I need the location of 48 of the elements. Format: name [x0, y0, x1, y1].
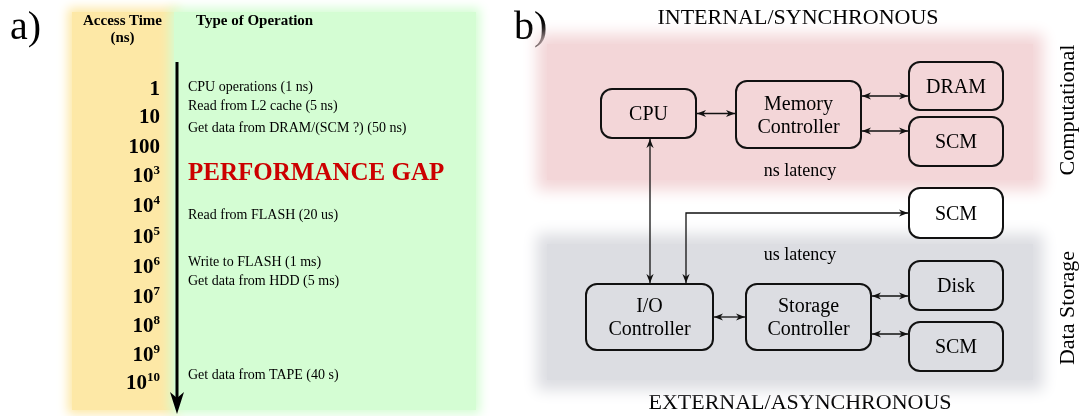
operation-text: Get data from DRAM/(SCM ?) (50 ns): [188, 120, 407, 136]
double-arrow: [861, 127, 909, 135]
time-value: 10$^{8}$: [132, 312, 160, 338]
component-box: SCM: [908, 116, 1004, 167]
latency-band: [547, 44, 1033, 180]
double-arrow: [871, 292, 909, 300]
double-arrow: [861, 92, 909, 100]
time-value: 1: [149, 77, 160, 101]
panel-label: b): [514, 4, 548, 48]
operation-text: Read from FLASH (20 us): [188, 207, 339, 223]
operation-text: Read from L2 cache (5 ns): [188, 98, 338, 114]
operation-text: CPU operations (1 ns): [188, 79, 313, 95]
component-box: SCM: [908, 321, 1004, 372]
time-value: 10: [139, 105, 160, 129]
double-arrow: [871, 330, 909, 338]
operation-text: Get data from HDD (5 ms): [188, 273, 340, 289]
column-header: Access Time (ns): [82, 12, 163, 45]
time-value: 10$^{9}$: [132, 341, 160, 367]
time-value: 10$^{5}$: [132, 223, 160, 249]
latency-band: [547, 244, 1033, 380]
column-header: Type of Operation: [196, 12, 314, 29]
double-arrow: [713, 313, 746, 321]
double-arrow: [682, 209, 909, 284]
component-box: CPU: [600, 88, 697, 139]
component-box: Memory Controller: [735, 80, 862, 149]
component-box: Disk: [908, 260, 1004, 311]
latency-label: ns latency: [763, 159, 837, 181]
time-value: 10$^{3}$: [132, 162, 160, 188]
operation-text: Get data from TAPE (40 s): [188, 367, 339, 383]
section-title: EXTERNAL/ASYNCHRONOUS: [648, 389, 952, 415]
section-title: INTERNAL/SYNCHRONOUS: [657, 4, 939, 30]
double-arrow: [696, 109, 736, 118]
double-arrow: [646, 138, 654, 284]
side-label: Computational: [1054, 44, 1080, 176]
latency-label: us latency: [763, 243, 837, 265]
component-box: SCM: [908, 187, 1004, 239]
panel-label: a): [10, 4, 42, 48]
component-box: I/O Controller: [585, 283, 714, 351]
time-value: 10$^{7}$: [132, 283, 160, 309]
time-value: 10$^{6}$: [132, 253, 160, 279]
time-value: 10$^{4}$: [132, 192, 160, 218]
performance-gap-text: PERFORMANCE GAP: [188, 158, 445, 186]
time-value: 100: [128, 135, 160, 159]
component-box: Storage Controller: [745, 283, 872, 351]
time-value: 10$^{10}$: [126, 369, 160, 395]
component-box: DRAM: [908, 61, 1004, 111]
side-label: Data Storage: [1054, 250, 1080, 366]
operation-text: Write to FLASH (1 ms): [188, 254, 322, 270]
